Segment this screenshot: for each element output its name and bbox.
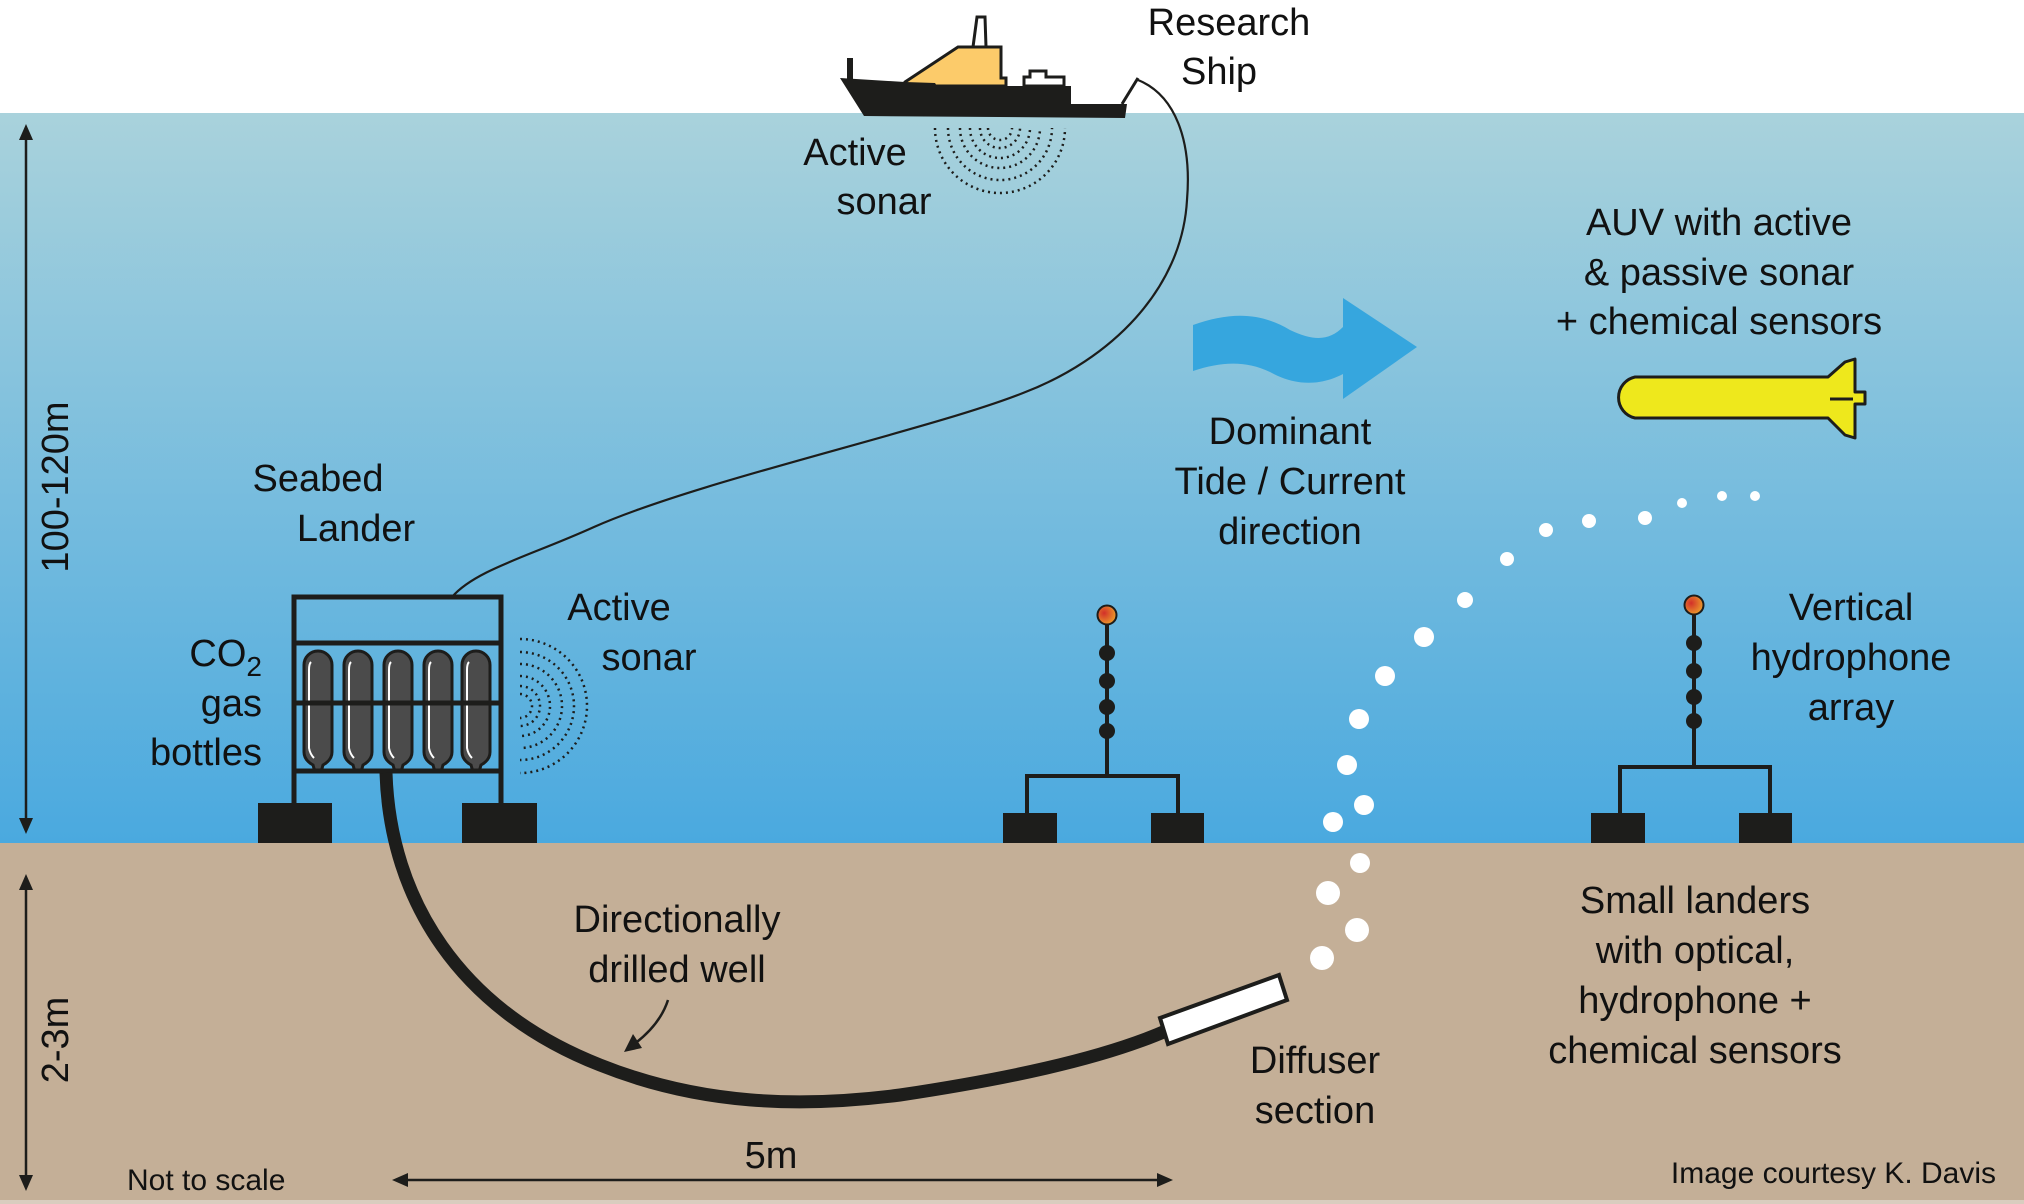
label-line: & passive sonar: [1584, 252, 1855, 294]
water-depth-label: 100-120m: [35, 401, 77, 572]
well-label: Directionally drilled well: [574, 899, 781, 991]
label-line: with optical,: [1595, 930, 1795, 972]
label-line: gas: [201, 683, 262, 725]
co2-bubble-icon: [1310, 491, 1760, 970]
seabed: [0, 843, 2024, 1204]
ship-sonar-label: Active sonar: [803, 132, 932, 223]
bubble: [1677, 498, 1687, 508]
auv-icon: [1617, 357, 1867, 440]
research-ship-icon: [840, 15, 1140, 118]
label-line: sonar: [836, 181, 931, 223]
label-line: sonar: [601, 637, 696, 679]
bubble: [1500, 552, 1514, 566]
label-line: Active: [803, 132, 906, 174]
bottom-edge: [0, 1200, 2024, 1204]
label-line: CO2: [189, 633, 262, 682]
horizontal-scale-label: 5m: [745, 1135, 798, 1177]
bubble: [1375, 666, 1395, 686]
label-line: Diffuser: [1250, 1040, 1381, 1082]
horizontal-scale-arrow: [392, 1173, 1173, 1187]
label-line: direction: [1218, 511, 1362, 553]
bubble: [1638, 511, 1652, 525]
bubble: [1414, 627, 1434, 647]
diffuser-section: [1157, 972, 1290, 1047]
gas-bottle: [382, 649, 414, 774]
bubble: [1316, 881, 1340, 905]
small-landers-label: Small landers with optical, hydrophone +…: [1548, 880, 1842, 1072]
label-line: hydrophone: [1751, 637, 1952, 679]
lander-foot-left: [258, 803, 332, 843]
wavy-arrow-icon: [1193, 298, 1417, 399]
seabed-depth-arrow: [19, 874, 33, 1191]
label-line: Tide / Current: [1175, 461, 1406, 503]
label-line: Ship: [1181, 51, 1257, 93]
label-line: array: [1808, 687, 1895, 729]
gas-bottle: [422, 649, 454, 774]
gas-bottles: [302, 649, 492, 774]
bubble: [1750, 491, 1760, 501]
lander-foot-right: [462, 803, 537, 843]
well-pointer-arrow: [624, 999, 670, 1052]
label-line: bottles: [150, 732, 262, 774]
label-line: drilled well: [588, 949, 765, 991]
label-line: Directionally: [574, 899, 781, 941]
gas-bottle: [342, 649, 374, 774]
label-line: AUV with active: [1586, 202, 1852, 244]
label-line: Research: [1148, 2, 1311, 44]
tether-cable: [451, 78, 1189, 598]
bubble: [1349, 709, 1369, 729]
lander-sonar-waves: [519, 637, 589, 775]
seabed-lander-label: Seabed Lander: [252, 458, 415, 550]
current-label: Dominant Tide / Current direction: [1175, 411, 1406, 553]
label-line: Small landers: [1580, 880, 1810, 922]
bubble: [1539, 523, 1553, 537]
label-line: Active: [567, 587, 670, 629]
lander-frame: [291, 594, 504, 774]
label-line: + chemical sensors: [1556, 301, 1882, 343]
bubble: [1354, 795, 1374, 815]
research-ship-label: Research Ship: [1148, 2, 1311, 93]
ship-sonar-waves: [933, 127, 1067, 195]
label-line: Vertical: [1789, 587, 1914, 629]
label-line: Lander: [297, 508, 416, 550]
bubble: [1323, 812, 1343, 832]
label-line: section: [1255, 1090, 1375, 1132]
label-line: chemical sensors: [1548, 1030, 1842, 1072]
gas-bottle: [302, 649, 334, 774]
bubble: [1457, 592, 1473, 608]
bubble: [1345, 918, 1369, 942]
bubble: [1310, 946, 1334, 970]
bubble: [1337, 755, 1357, 775]
auv-label: AUV with active & passive sonar + chemic…: [1556, 202, 1882, 343]
bubble: [1582, 514, 1596, 528]
not-to-scale-note: Not to scale: [127, 1164, 285, 1197]
water-depth-arrow: [19, 124, 33, 834]
label-line: hydrophone +: [1578, 980, 1811, 1022]
label-line: Seabed: [252, 458, 383, 500]
bubble: [1717, 491, 1727, 501]
co2-bottles-label: CO2 gas bottles: [150, 633, 262, 774]
hydrophone-array-icon: [1591, 594, 1792, 843]
drilled-well: [379, 772, 1171, 1109]
diffuser-label: Diffuser section: [1250, 1040, 1381, 1132]
seabed-lander-icon: [258, 594, 537, 843]
gas-bottle: [460, 649, 492, 774]
seabed-depth-label: 2-3m: [35, 997, 77, 1084]
hydrophone-label: Vertical hydrophone array: [1751, 587, 1952, 729]
hydrophone-array-icon: [1003, 604, 1204, 843]
label-line: Dominant: [1209, 411, 1372, 453]
image-credit: Image courtesy K. Davis: [1671, 1157, 1996, 1190]
bubble: [1350, 853, 1370, 873]
lander-sonar-label: Active sonar: [567, 587, 697, 679]
